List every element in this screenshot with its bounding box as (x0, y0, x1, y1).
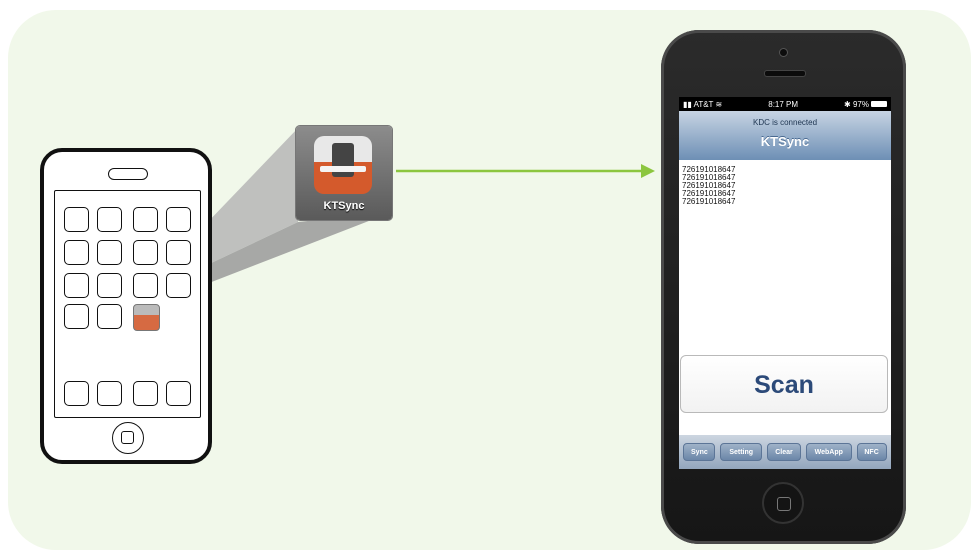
dock-placeholder-icon (133, 381, 158, 406)
home-button-icon[interactable] (762, 482, 804, 524)
app-icon-label: KTSync (323, 200, 365, 212)
app-placeholder-icon (64, 273, 89, 298)
list-item: 726191018647 (682, 173, 736, 182)
home-button-icon (112, 422, 144, 454)
clock-label: 8:17 PM (768, 99, 799, 109)
app-placeholder-icon (133, 273, 158, 298)
list-item: 726191018647 (682, 197, 736, 206)
scan-list: 726191018647 726191018647 726191018647 7… (679, 160, 891, 206)
toolbar: Sync Setting Clear WebApp NFC (679, 435, 891, 469)
dock-placeholder-icon (64, 381, 89, 406)
app-placeholder-icon (64, 240, 89, 265)
ktsync-app-icon[interactable]: KTSync (296, 126, 392, 220)
nav-bar: KDC is connected KTSync (679, 111, 891, 160)
setting-button[interactable]: Setting (720, 443, 763, 461)
list-item: 726191018647 (682, 165, 736, 174)
app-placeholder-icon (97, 207, 122, 232)
nfc-button[interactable]: NFC (856, 443, 887, 461)
phone-screen: ▮▮ AT&T ≋ 8:17 PM ✱ 97% KDC is connected… (679, 97, 891, 469)
carrier-label: ▮▮ AT&T ≋ (683, 99, 723, 109)
scanner-icon (314, 136, 372, 194)
iphone-device: ▮▮ AT&T ≋ 8:17 PM ✱ 97% KDC is connected… (661, 30, 906, 544)
app-placeholder-icon (166, 273, 191, 298)
connection-status: KDC is connected (752, 118, 818, 127)
app-placeholder-icon (166, 240, 191, 265)
scan-button[interactable]: Scan (680, 355, 888, 413)
list-item: 726191018647 (682, 181, 736, 190)
battery-indicator: ✱ 97% (844, 100, 887, 109)
status-bar: ▮▮ AT&T ≋ 8:17 PM ✱ 97% (679, 97, 891, 111)
sync-button[interactable]: Sync (683, 443, 716, 461)
app-placeholder-icon (64, 207, 89, 232)
sketch-phone (40, 148, 212, 464)
app-placeholder-icon (133, 240, 158, 265)
app-placeholder-icon (97, 240, 122, 265)
sketch-home-screen (54, 190, 201, 418)
webapp-button[interactable]: WebApp (805, 443, 852, 461)
dock-placeholder-icon (97, 381, 122, 406)
ktsync-mini-icon[interactable] (133, 304, 160, 331)
speaker-icon (108, 168, 148, 180)
app-placeholder-icon (64, 304, 89, 329)
app-placeholder-icon (97, 304, 122, 329)
list-item: 726191018647 (682, 189, 736, 198)
app-placeholder-icon (166, 207, 191, 232)
clear-button[interactable]: Clear (766, 443, 801, 461)
page-title: KTSync (760, 134, 810, 149)
dock-placeholder-icon (166, 381, 191, 406)
app-placeholder-icon (97, 273, 122, 298)
app-placeholder-icon (133, 207, 158, 232)
camera-icon (779, 48, 788, 57)
speaker-icon (764, 70, 806, 77)
battery-icon (871, 101, 887, 108)
